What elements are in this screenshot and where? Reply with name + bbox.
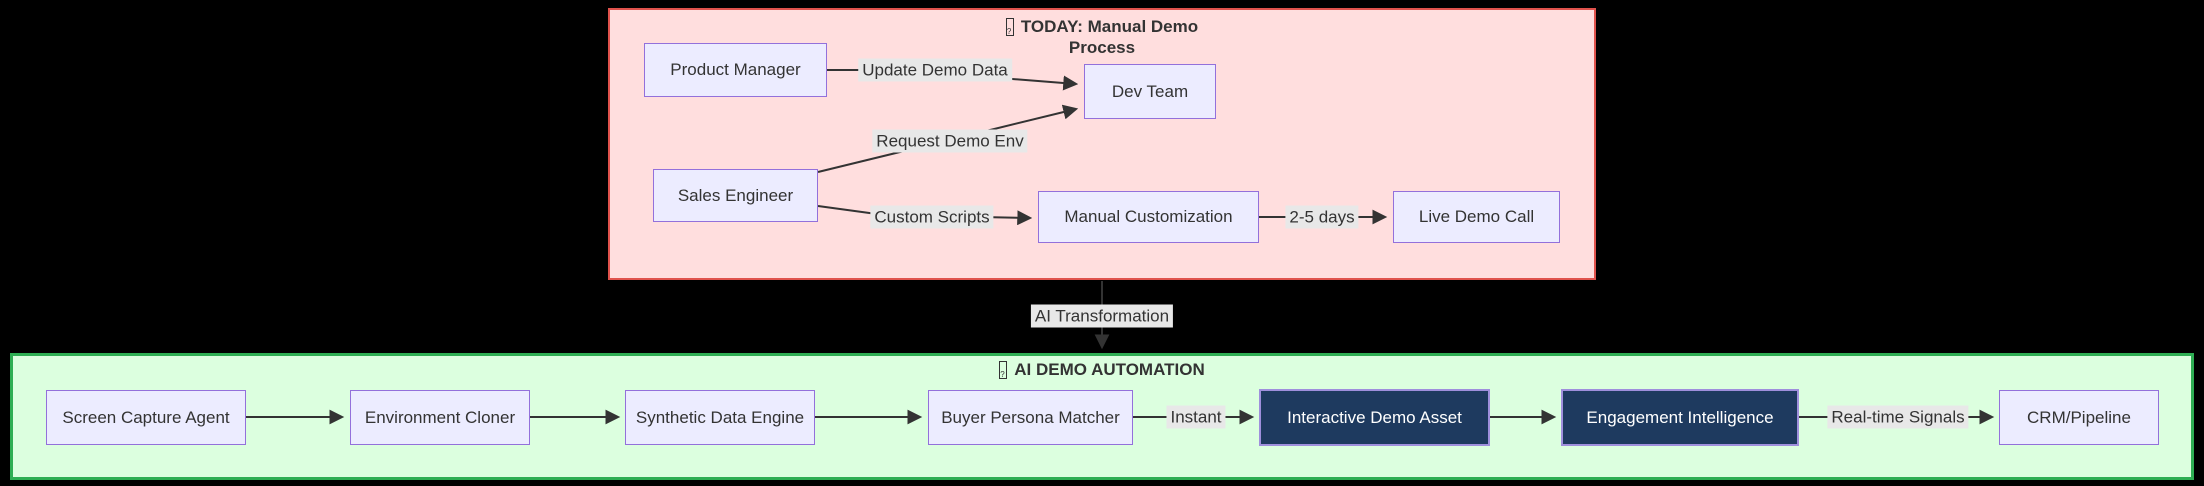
missing-glyph-icon <box>1005 18 1014 36</box>
missing-glyph-icon <box>999 361 1008 379</box>
edge-label-realtime-signals: Real-time Signals <box>1827 405 1969 429</box>
manual-process-title-line1: TODAY: Manual Demo <box>610 16 1594 37</box>
manual-process-title-line2: Process <box>1068 38 1136 57</box>
node-live-demo-call: Live Demo Call <box>1393 191 1560 243</box>
manual-process-title-text: TODAY: Manual Demo <box>1020 17 1199 36</box>
node-screen-capture-agent: Screen Capture Agent <box>46 390 246 445</box>
edge-label-ai-transformation: AI Transformation <box>1030 304 1174 328</box>
manual-process-title: TODAY: Manual Demo Process <box>610 16 1594 58</box>
node-manual-customization: Manual Customization <box>1038 191 1259 243</box>
node-buyer-persona-matcher: Buyer Persona Matcher <box>928 390 1133 445</box>
node-engagement-intelligence: Engagement Intelligence <box>1561 389 1799 446</box>
automation-title: AI DEMO AUTOMATION <box>13 359 2191 380</box>
edge-label-instant: Instant <box>1166 405 1226 429</box>
node-dev-team: Dev Team <box>1084 64 1216 119</box>
node-sales-engineer: Sales Engineer <box>653 169 818 222</box>
node-synthetic-data-engine: Synthetic Data Engine <box>625 390 815 445</box>
node-product-manager: Product Manager <box>644 43 827 97</box>
edge-label-update-demo-data: Update Demo Data <box>858 58 1012 82</box>
automation-title-text: AI DEMO AUTOMATION <box>1014 360 1205 379</box>
node-environment-cloner: Environment Cloner <box>350 390 530 445</box>
edge-label-custom-scripts: Custom Scripts <box>870 205 994 229</box>
node-interactive-demo-asset: Interactive Demo Asset <box>1259 389 1490 446</box>
node-crm-pipeline: CRM/Pipeline <box>1999 390 2159 445</box>
edge-label-2-5-days: 2-5 days <box>1285 205 1359 229</box>
edge-label-request-demo-env: Request Demo Env <box>872 129 1028 153</box>
